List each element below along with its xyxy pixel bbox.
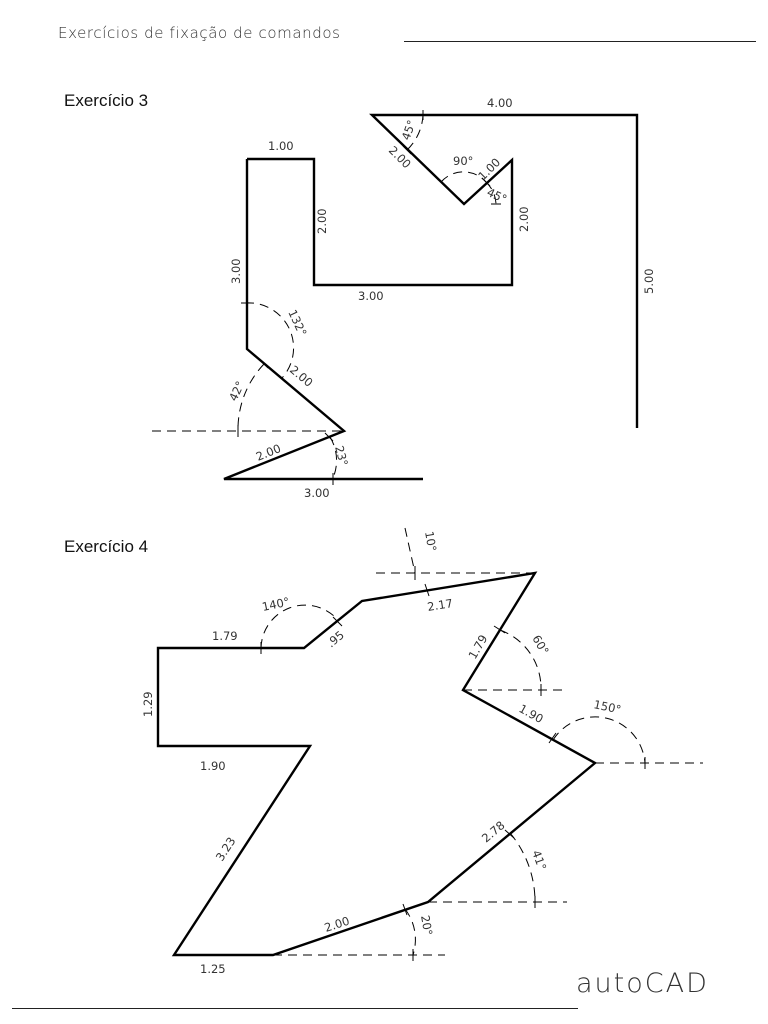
ex4-dim-angle-60: 60° (529, 633, 551, 658)
ex3-dim-bottom-mid: 3.00 (358, 289, 384, 303)
ex3-dim-angle-132: 132° (285, 307, 309, 338)
ex3-arc-132 (244, 302, 295, 379)
ex3-dim-seg-100: 1.00 (475, 155, 503, 183)
ex3-dim-angle-23: 23° (332, 444, 351, 467)
ex3-tick (324, 432, 334, 442)
ex3-dim-angle-45-top: 45° (399, 118, 419, 142)
exercise-3-drawing: 1.00 2.00 3.00 3.00 132° 2.00 42° 2.00 2… (152, 96, 656, 500)
ex3-tick (402, 145, 412, 155)
ex4-tick (424, 583, 430, 597)
exercise-4-title: Exercício 4 (64, 537, 149, 556)
autocad-logo: autoCAD (576, 968, 709, 999)
ex4-main-profile (156, 571, 598, 957)
ex3-arc-42 (237, 363, 265, 432)
ex3-dim-angle-90: 90° (453, 154, 473, 168)
ex4-dim-long-diag: 3.23 (213, 835, 239, 864)
ex3-dim-top-width: 4.00 (487, 96, 513, 110)
ex4-arc-60 (499, 629, 542, 691)
ex3-dim-left-height: 3.00 (229, 258, 243, 284)
ex4-dim-right-lower: 2.78 (479, 818, 508, 845)
ex3-tick (259, 359, 269, 369)
ex3-dim-right-long: 5.00 (642, 268, 656, 294)
ex4-reference-line (404, 527, 416, 574)
ex3-tick (436, 177, 446, 187)
exercise-4-drawing: 10° 140° 1.79 .95 2.17 1.79 60° 1.29 1.9… (141, 527, 703, 976)
ex4-dim-angle-20: 20° (418, 914, 435, 937)
ex3-dim-right-short: 2.00 (517, 206, 531, 232)
ex4-dim-right-upper: 1.79 (465, 632, 490, 661)
ex4-tick (332, 616, 343, 627)
ex3-dim-top-left-width: 1.00 (268, 139, 294, 153)
ex4-arc-150 (552, 716, 646, 764)
footer-rule (12, 1008, 578, 1009)
ex4-dim-bottom-mid: 2.00 (323, 914, 352, 935)
ex4-dim-angle-140: 140° (261, 594, 291, 613)
ex4-tick (493, 625, 506, 634)
ex4-tick (402, 903, 408, 916)
header-title: Exercícios de fixação de comandos (58, 24, 341, 42)
ex3-tick (481, 177, 491, 187)
ex4-dim-bottom-left: 1.25 (200, 962, 226, 976)
ex4-arc-20 (404, 908, 416, 956)
ex4-dim-left-bottom: 1.90 (200, 759, 226, 773)
ex3-dim-angle-45-inner: 45° (485, 185, 509, 206)
header-rule (404, 41, 756, 42)
ex3-dim-angle-42: 42° (226, 379, 247, 403)
ex4-dim-top-left: 1.79 (212, 629, 238, 643)
ex4-arc-140 (260, 604, 339, 649)
exercise-3-title: Exercício 3 (64, 91, 149, 110)
ex4-dim-left-height: 1.29 (141, 691, 155, 717)
ex3-dim-inner-left-height: 2.00 (315, 208, 329, 234)
ex4-dim-angle-41: 41° (529, 848, 549, 872)
ex4-tick (504, 829, 515, 839)
ex3-dim-bottom-base: 3.00 (304, 486, 330, 500)
ex4-dim-angle-10: 10° (422, 530, 439, 553)
ex4-dim-angle-150: 150° (592, 697, 622, 716)
ex4-dim-short-diag: .95 (324, 628, 347, 650)
ex3-main-profile (247, 113, 639, 428)
ex3-tick (276, 373, 286, 383)
ex4-tick (548, 732, 557, 744)
ex4-dim-top-mid: 2.17 (426, 596, 453, 614)
ex3-lower-profile (223, 159, 423, 481)
ex4-arc-41 (509, 832, 536, 903)
